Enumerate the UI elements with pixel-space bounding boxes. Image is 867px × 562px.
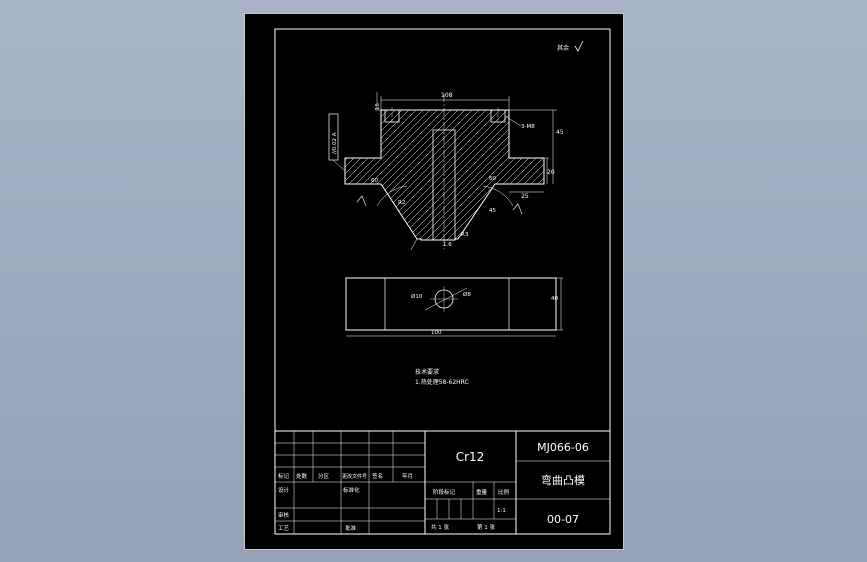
hatch-line <box>432 110 544 240</box>
hatch-line <box>425 110 544 240</box>
title-block-frame <box>274 430 611 535</box>
part-name: 弯曲凸模 <box>541 473 585 487</box>
dim-radius-r2: R2 <box>398 200 405 206</box>
dim-radius-r3: R3 <box>461 232 469 238</box>
tb-process: 工艺 <box>278 525 290 532</box>
hatch-line <box>418 110 544 240</box>
hatch-line <box>580 104 623 254</box>
plan-view: Ø10 Ø8 100 40 <box>345 277 563 337</box>
hatch-line <box>530 110 544 240</box>
dim-width-15: 15 <box>375 103 381 110</box>
tb-standardize: 标准化 <box>343 486 360 494</box>
hatch-line <box>345 110 409 240</box>
hatch-line <box>345 110 353 240</box>
hatch-line <box>481 110 544 240</box>
hatch-area <box>345 104 623 254</box>
roughness-tick-left <box>356 195 367 207</box>
sheet-code: 00-07 <box>547 513 579 526</box>
dim-top-width: 108 <box>441 92 453 99</box>
inner-frame <box>274 28 611 535</box>
tb-count: 处数 <box>296 472 308 480</box>
hatch-line <box>345 110 493 240</box>
dim-bolt: 3-M8 <box>521 124 535 130</box>
dim-hole-2: Ø8 <box>463 291 471 298</box>
hatch-line <box>345 110 451 240</box>
dim-plan-height: 40 <box>551 296 558 302</box>
tb-ratio: 比例 <box>498 488 510 496</box>
hatch-line <box>345 110 423 240</box>
hatch-line <box>345 110 381 240</box>
flatness-frame <box>328 113 339 161</box>
hatch-line <box>345 110 360 240</box>
hatch-line <box>345 110 402 240</box>
hatch-line <box>552 104 623 254</box>
dim-side-width: 25 <box>521 193 529 200</box>
dim-total-height: 45 <box>556 129 564 136</box>
roughness-tick-right <box>512 203 523 215</box>
angle-arc-left <box>376 185 408 207</box>
hatch-line <box>345 110 367 240</box>
leader-hole <box>424 287 468 311</box>
sheet-no: 第 1 张 <box>477 523 495 531</box>
tb-design: 设计 <box>278 486 290 494</box>
tb-approve: 批准 <box>345 524 357 532</box>
tb-zone: 分区 <box>318 472 330 480</box>
leader-low-left <box>410 238 418 251</box>
hatch-line <box>345 110 388 240</box>
hatch-line <box>345 110 437 240</box>
flatness-leader <box>332 159 346 172</box>
tb-stage-mark: 阶段标记 <box>433 488 456 496</box>
drawing-number: MJ066-06 <box>537 441 589 454</box>
front-view: 108 45 20 25 3-M8 15 60 60 45 R2 R3 1.6 … <box>328 92 623 254</box>
material: Cr12 <box>456 450 485 464</box>
plan-outline <box>345 277 557 331</box>
roughness-symbol <box>574 40 584 52</box>
hatch-line <box>566 104 623 254</box>
front-outline <box>344 109 545 241</box>
title-block: 标记 处数 分区 更改文件号 签名 年月 设计 标准化 审核 工艺 批准 Cr1… <box>274 430 611 535</box>
dim-angle-3: 45 <box>489 208 496 214</box>
dim-plan-width: 100 <box>431 330 442 336</box>
hatch-line <box>345 110 458 240</box>
tech-req-title: 技术要求 <box>415 368 439 376</box>
cad-drawing: 其余 108 45 20 25 3-M8 15 60 <box>274 28 623 535</box>
tb-date: 年月 <box>402 472 413 480</box>
drawing-sheet: 其余 108 45 20 25 3-M8 15 60 <box>244 13 624 550</box>
tb-mark: 标记 <box>278 472 290 480</box>
dim-angle-2: 60 <box>489 176 496 182</box>
angle-arc-right <box>482 185 514 207</box>
hatch-line <box>345 110 430 240</box>
hatch-line <box>523 110 544 240</box>
tb-weight: 重量 <box>476 488 488 496</box>
hatch-line <box>345 110 444 240</box>
hatch-line <box>355 110 507 240</box>
roughness-note: 其余 <box>557 44 569 52</box>
flatness-callout: //0.02 A <box>332 132 338 154</box>
tb-check: 审核 <box>278 511 290 519</box>
tb-change-doc: 更改文件号 <box>342 473 367 480</box>
dim-step-height: 20 <box>547 169 555 176</box>
dim-hole-1: Ø10 <box>411 293 423 300</box>
hatch-line <box>345 110 465 240</box>
hatch-line <box>345 110 416 240</box>
dim-small: 1.6 <box>443 242 452 248</box>
total-sheets: 共 1 张 <box>431 523 449 531</box>
tb-signature: 签名 <box>372 472 383 480</box>
hatch-line <box>559 104 623 254</box>
hatch-line <box>594 104 623 254</box>
hatch-line <box>587 104 623 254</box>
hatch-line <box>345 110 346 240</box>
leader-bolt <box>504 115 522 127</box>
tech-req-1: 1.热处理58-62HRC <box>415 378 469 386</box>
hatch-line <box>601 104 623 254</box>
hatch-line <box>573 104 623 254</box>
dim-angle-1: 60 <box>371 178 378 184</box>
scale: 1:1 <box>497 508 506 514</box>
hatch-line <box>545 104 623 254</box>
